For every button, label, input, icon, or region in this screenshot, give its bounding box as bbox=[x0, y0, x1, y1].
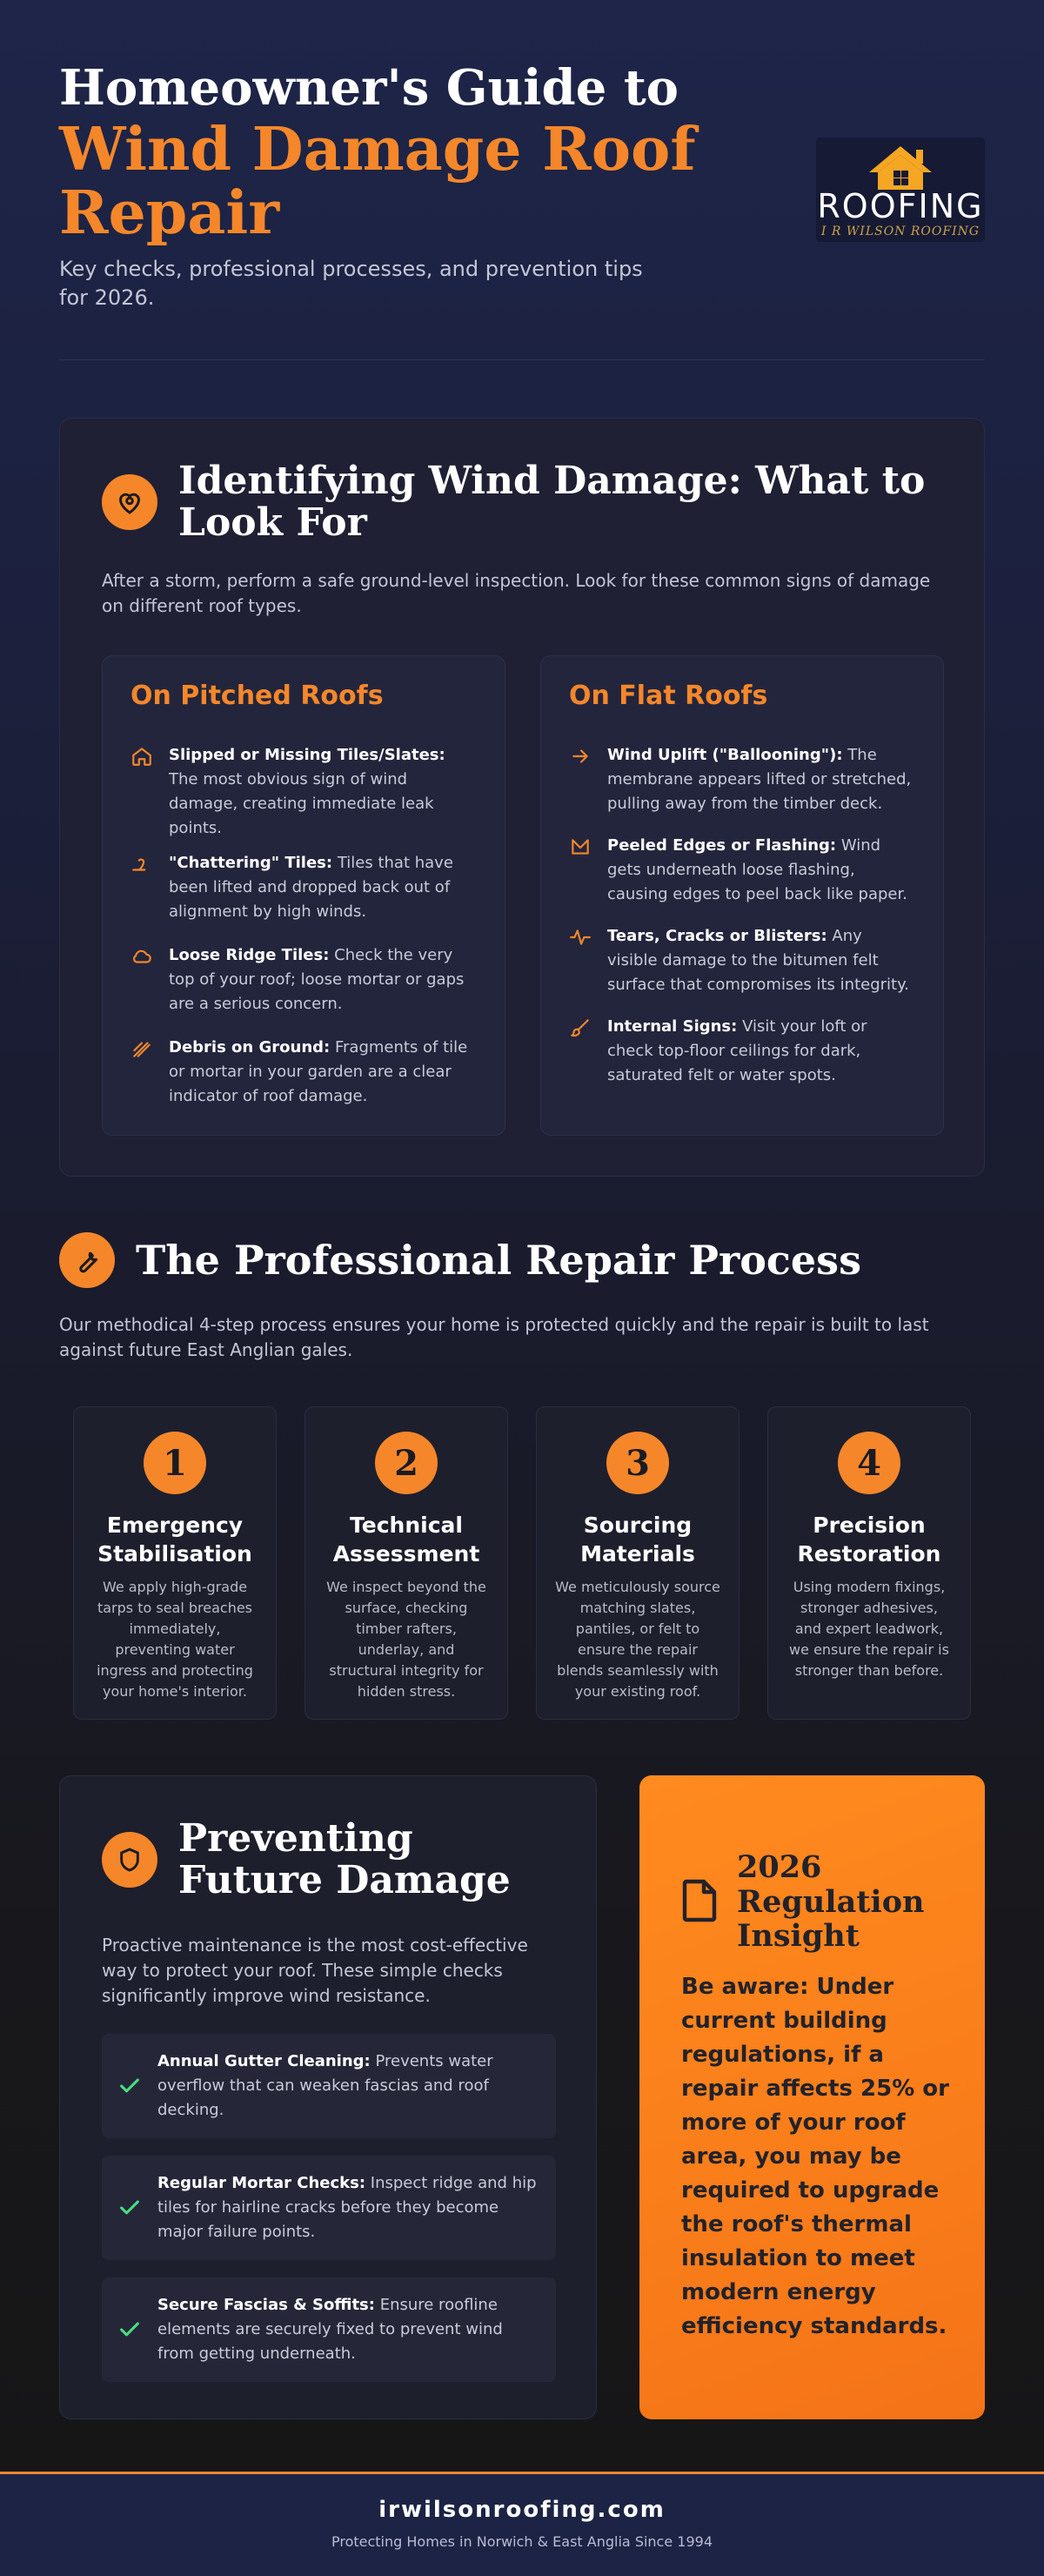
step-title: Emergency Stabilisation bbox=[97, 1513, 252, 1566]
process-title: The Professional Repair Process bbox=[136, 1237, 861, 1284]
prevention-section: Preventing Future Damage Proactive maint… bbox=[59, 1775, 597, 2419]
list-item: "Chattering" Tiles: Tiles that have been… bbox=[130, 851, 478, 924]
list-item: Tears, Cracks or Blisters: Any visible d… bbox=[569, 924, 917, 997]
step-description: We inspect beyond the surface, checking … bbox=[326, 1579, 486, 1700]
list-item: Slipped or Missing Tiles/Slates: The mos… bbox=[130, 743, 478, 841]
identify-title: Identifying Wind Damage: What to Look Fo… bbox=[178, 459, 926, 546]
debris-icon bbox=[133, 1042, 151, 1057]
brand-logo[interactable]: ROOFING I R WILSON ROOFING bbox=[816, 138, 985, 242]
step-number: 1 bbox=[144, 1432, 206, 1494]
list-item: Peeled Edges or Flashing: Wind gets unde… bbox=[569, 834, 917, 907]
identify-intro: After a storm, perform a safe ground-lev… bbox=[102, 570, 931, 616]
step-description: We meticulously source matching slates, … bbox=[555, 1579, 720, 1700]
regulation-text: Be aware: Under current building regulat… bbox=[681, 1974, 949, 2339]
shield-icon bbox=[102, 1832, 157, 1888]
wind-icon bbox=[132, 858, 146, 871]
page-title-line2: Wind Damage Roof Repair bbox=[59, 114, 696, 248]
brush-icon bbox=[571, 1019, 589, 1037]
arrow-right-icon bbox=[572, 749, 588, 763]
process-intro: Our methodical 4-step process ensures yo… bbox=[59, 1314, 929, 1360]
page-title-line1: Homeowner's Guide to bbox=[59, 59, 679, 117]
step-description: We apply high-grade tarps to seal breach… bbox=[97, 1579, 253, 1700]
house-logo-icon bbox=[869, 146, 932, 190]
cloud-icon bbox=[133, 949, 151, 963]
logo-wordmark: ROOFING bbox=[817, 187, 984, 225]
check-icon bbox=[120, 2322, 139, 2337]
list-item: Debris on Ground: Fragments of tile or m… bbox=[130, 1036, 478, 1109]
pitched-roofs-title: On Pitched Roofs bbox=[130, 681, 384, 711]
step-title: Precision Restoration bbox=[797, 1513, 941, 1566]
step-number: 3 bbox=[606, 1432, 669, 1494]
list-item: Internal Signs: Visit your loft or check… bbox=[569, 1015, 917, 1088]
prevention-intro: Proactive maintenance is the most cost-e… bbox=[102, 1935, 528, 2006]
list-item: Regular Mortar Checks: Inspect ridge and… bbox=[102, 2156, 556, 2260]
step-number: 2 bbox=[375, 1432, 438, 1494]
process-step-4: 4 Precision Restoration Using modern fix… bbox=[767, 1406, 971, 1720]
document-icon bbox=[682, 1879, 717, 1922]
step-title: Technical Assessment bbox=[332, 1513, 480, 1566]
heart-shield-icon bbox=[102, 474, 157, 530]
page-title: Homeowner's Guide to Wind Damage Roof Re… bbox=[59, 59, 985, 248]
pulse-icon bbox=[570, 929, 591, 945]
website-link[interactable]: irwilsonroofing.com bbox=[378, 2497, 666, 2523]
flat-roofs-card: On Flat Roofs Wind Uplift ("Ballooning")… bbox=[540, 655, 944, 1136]
process-step-2: 2 Technical Assessment We inspect beyond… bbox=[304, 1406, 508, 1720]
envelope-icon bbox=[572, 839, 589, 855]
house-icon bbox=[132, 748, 151, 766]
flat-roofs-title: On Flat Roofs bbox=[569, 681, 768, 711]
identify-section: Identifying Wind Damage: What to Look Fo… bbox=[59, 418, 985, 1177]
header: Homeowner's Guide to Wind Damage Roof Re… bbox=[59, 59, 985, 359]
header-divider bbox=[59, 359, 985, 360]
prevention-title: Preventing Future Damage bbox=[178, 1816, 511, 1903]
regulation-title: 2026 Regulation Insight bbox=[737, 1849, 925, 1955]
list-item: Loose Ridge Tiles: Check the very top of… bbox=[130, 943, 478, 1016]
footer: irwilsonroofing.com Protecting Homes in … bbox=[0, 2472, 1044, 2576]
step-number: 4 bbox=[838, 1432, 900, 1494]
list-item: Wind Uplift ("Ballooning"): The membrane… bbox=[569, 743, 917, 816]
logo-subtext: I R WILSON ROOFING bbox=[820, 225, 980, 238]
list-item: Secure Fascias & Soffits: Ensure rooflin… bbox=[102, 2277, 556, 2382]
wrench-icon bbox=[59, 1232, 115, 1288]
check-icon bbox=[120, 2078, 139, 2093]
pitched-roofs-card: On Pitched Roofs Slipped or Missing Tile… bbox=[102, 655, 505, 1136]
step-description: Using modern fixings, stronger adhesives… bbox=[789, 1579, 949, 1679]
step-title: Sourcing Materials bbox=[580, 1513, 695, 1566]
process-step-1: 1 Emergency Stabilisation We apply high-… bbox=[73, 1406, 277, 1720]
regulation-insight-card: 2026 Regulation Insight Be aware: Under … bbox=[639, 1775, 985, 2419]
process-step-3: 3 Sourcing Materials We meticulously sou… bbox=[536, 1406, 740, 1720]
check-icon bbox=[120, 2200, 139, 2215]
list-item: Annual Gutter Cleaning: Prevents water o… bbox=[102, 2034, 556, 2138]
footer-tagline: Protecting Homes in Norwich & East Angli… bbox=[331, 2533, 713, 2550]
page-subtitle: Key checks, professional processes, and … bbox=[59, 257, 643, 310]
